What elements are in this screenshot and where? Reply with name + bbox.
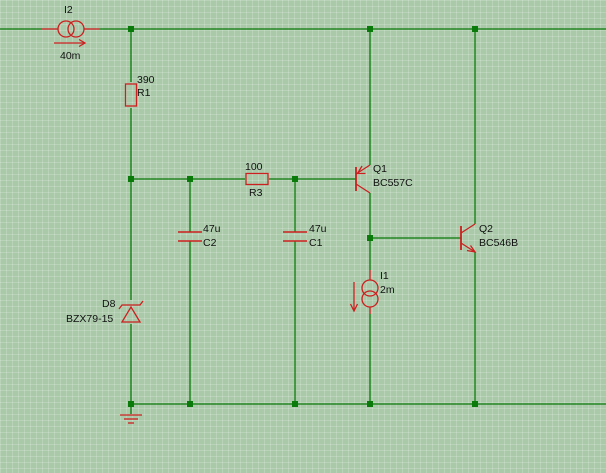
junction-dot (367, 26, 373, 32)
wires (0, 28, 606, 414)
resistor-r3[interactable] (245, 172, 269, 186)
current-source-i2[interactable] (42, 20, 100, 48)
junction-dot (187, 401, 193, 407)
q1-value-label: BC557C (373, 177, 413, 189)
arrow-head-icon (349, 303, 359, 313)
zener-diode-d8[interactable] (118, 300, 144, 323)
resistor-r1[interactable] (124, 83, 138, 107)
junction-dot (472, 401, 478, 407)
junction-dot (292, 401, 298, 407)
i2-ref-label: I2 (64, 4, 73, 16)
q1-ref-label: Q1 (373, 163, 387, 175)
d8-ref-label: D8 (102, 298, 116, 310)
ground-icon (120, 414, 142, 424)
i1-value-label: 2m (380, 284, 395, 296)
c2-value-label: 47u (203, 223, 221, 235)
junction-dot (128, 26, 134, 32)
d8-value-label: BZX79-15 (66, 313, 113, 325)
c2-ref-label: C2 (203, 237, 217, 249)
current-source-i1[interactable] (349, 270, 379, 314)
junction-dot (367, 235, 373, 241)
pnp-arrow-icon (356, 165, 366, 175)
c1-ref-label: C1 (309, 237, 323, 249)
q2-value-label: BC546B (479, 237, 518, 249)
arrow-head-icon (78, 38, 87, 48)
c1-value-label: 47u (309, 223, 327, 235)
q2-ref-label: Q2 (479, 223, 493, 235)
npn-transistor-q2[interactable] (460, 223, 477, 253)
r1-value-label: 390 (137, 74, 155, 86)
junctions (128, 26, 478, 407)
pnp-transistor-q1[interactable] (355, 164, 371, 194)
i1-ref-label: I1 (380, 270, 389, 282)
current-source-icon (67, 20, 85, 38)
zener-bar-icon (118, 300, 144, 310)
r1-ref-label: R1 (137, 87, 151, 99)
r3-value-label: 100 (245, 161, 263, 173)
current-source-icon (57, 20, 75, 38)
junction-dot (292, 176, 298, 182)
junction-dot (128, 401, 134, 407)
i2-value-label: 40m (60, 50, 81, 62)
capacitor-c1[interactable] (283, 231, 307, 242)
junction-dot (128, 176, 134, 182)
junction-dot (367, 401, 373, 407)
current-source-icon (361, 279, 379, 297)
junction-dot (187, 176, 193, 182)
capacitor-c2[interactable] (178, 231, 202, 242)
junction-dot (472, 26, 478, 32)
r3-ref-label: R3 (249, 187, 263, 199)
npn-arrow-icon (466, 245, 477, 253)
current-source-icon (361, 290, 379, 308)
